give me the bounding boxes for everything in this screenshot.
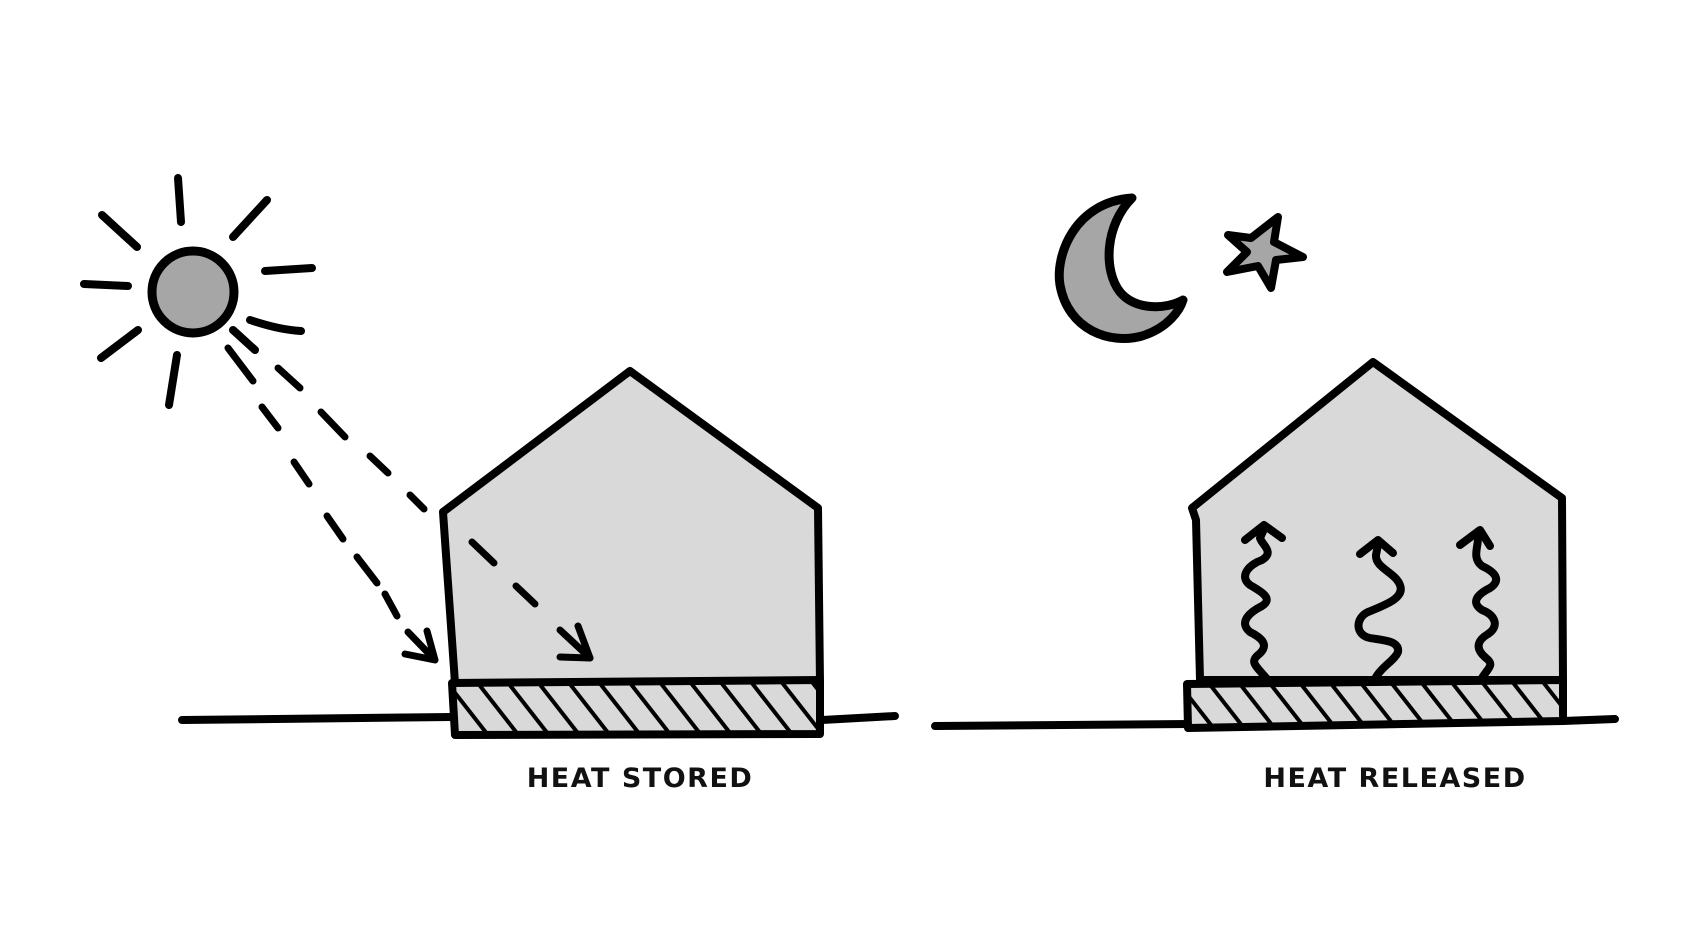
thermal-mass-slab-day bbox=[448, 676, 824, 739]
ground-line-left bbox=[178, 713, 456, 724]
ground-line-left-right-segment bbox=[818, 712, 899, 724]
thermal-mass-slab-night bbox=[1183, 676, 1567, 732]
house-day bbox=[439, 367, 824, 687]
heat-arrow-2 bbox=[1354, 536, 1405, 683]
heat-release-arrows bbox=[1241, 521, 1501, 683]
sunlight-ray-arrows bbox=[224, 344, 594, 664]
day-panel bbox=[80, 174, 899, 739]
heat-stored-label: HEAT STORED bbox=[526, 763, 754, 794]
heat-released-label: HEAT RELEASED bbox=[1263, 763, 1527, 794]
ground-line-right-right-segment bbox=[1559, 715, 1619, 725]
sun-icon bbox=[80, 174, 316, 409]
ground-line-right bbox=[931, 720, 1194, 730]
night-panel bbox=[931, 193, 1619, 732]
moon-icon bbox=[1054, 193, 1188, 343]
star-icon bbox=[1223, 213, 1307, 292]
heat-arrow-3 bbox=[1456, 526, 1501, 682]
heat-arrow-1 bbox=[1241, 521, 1286, 683]
